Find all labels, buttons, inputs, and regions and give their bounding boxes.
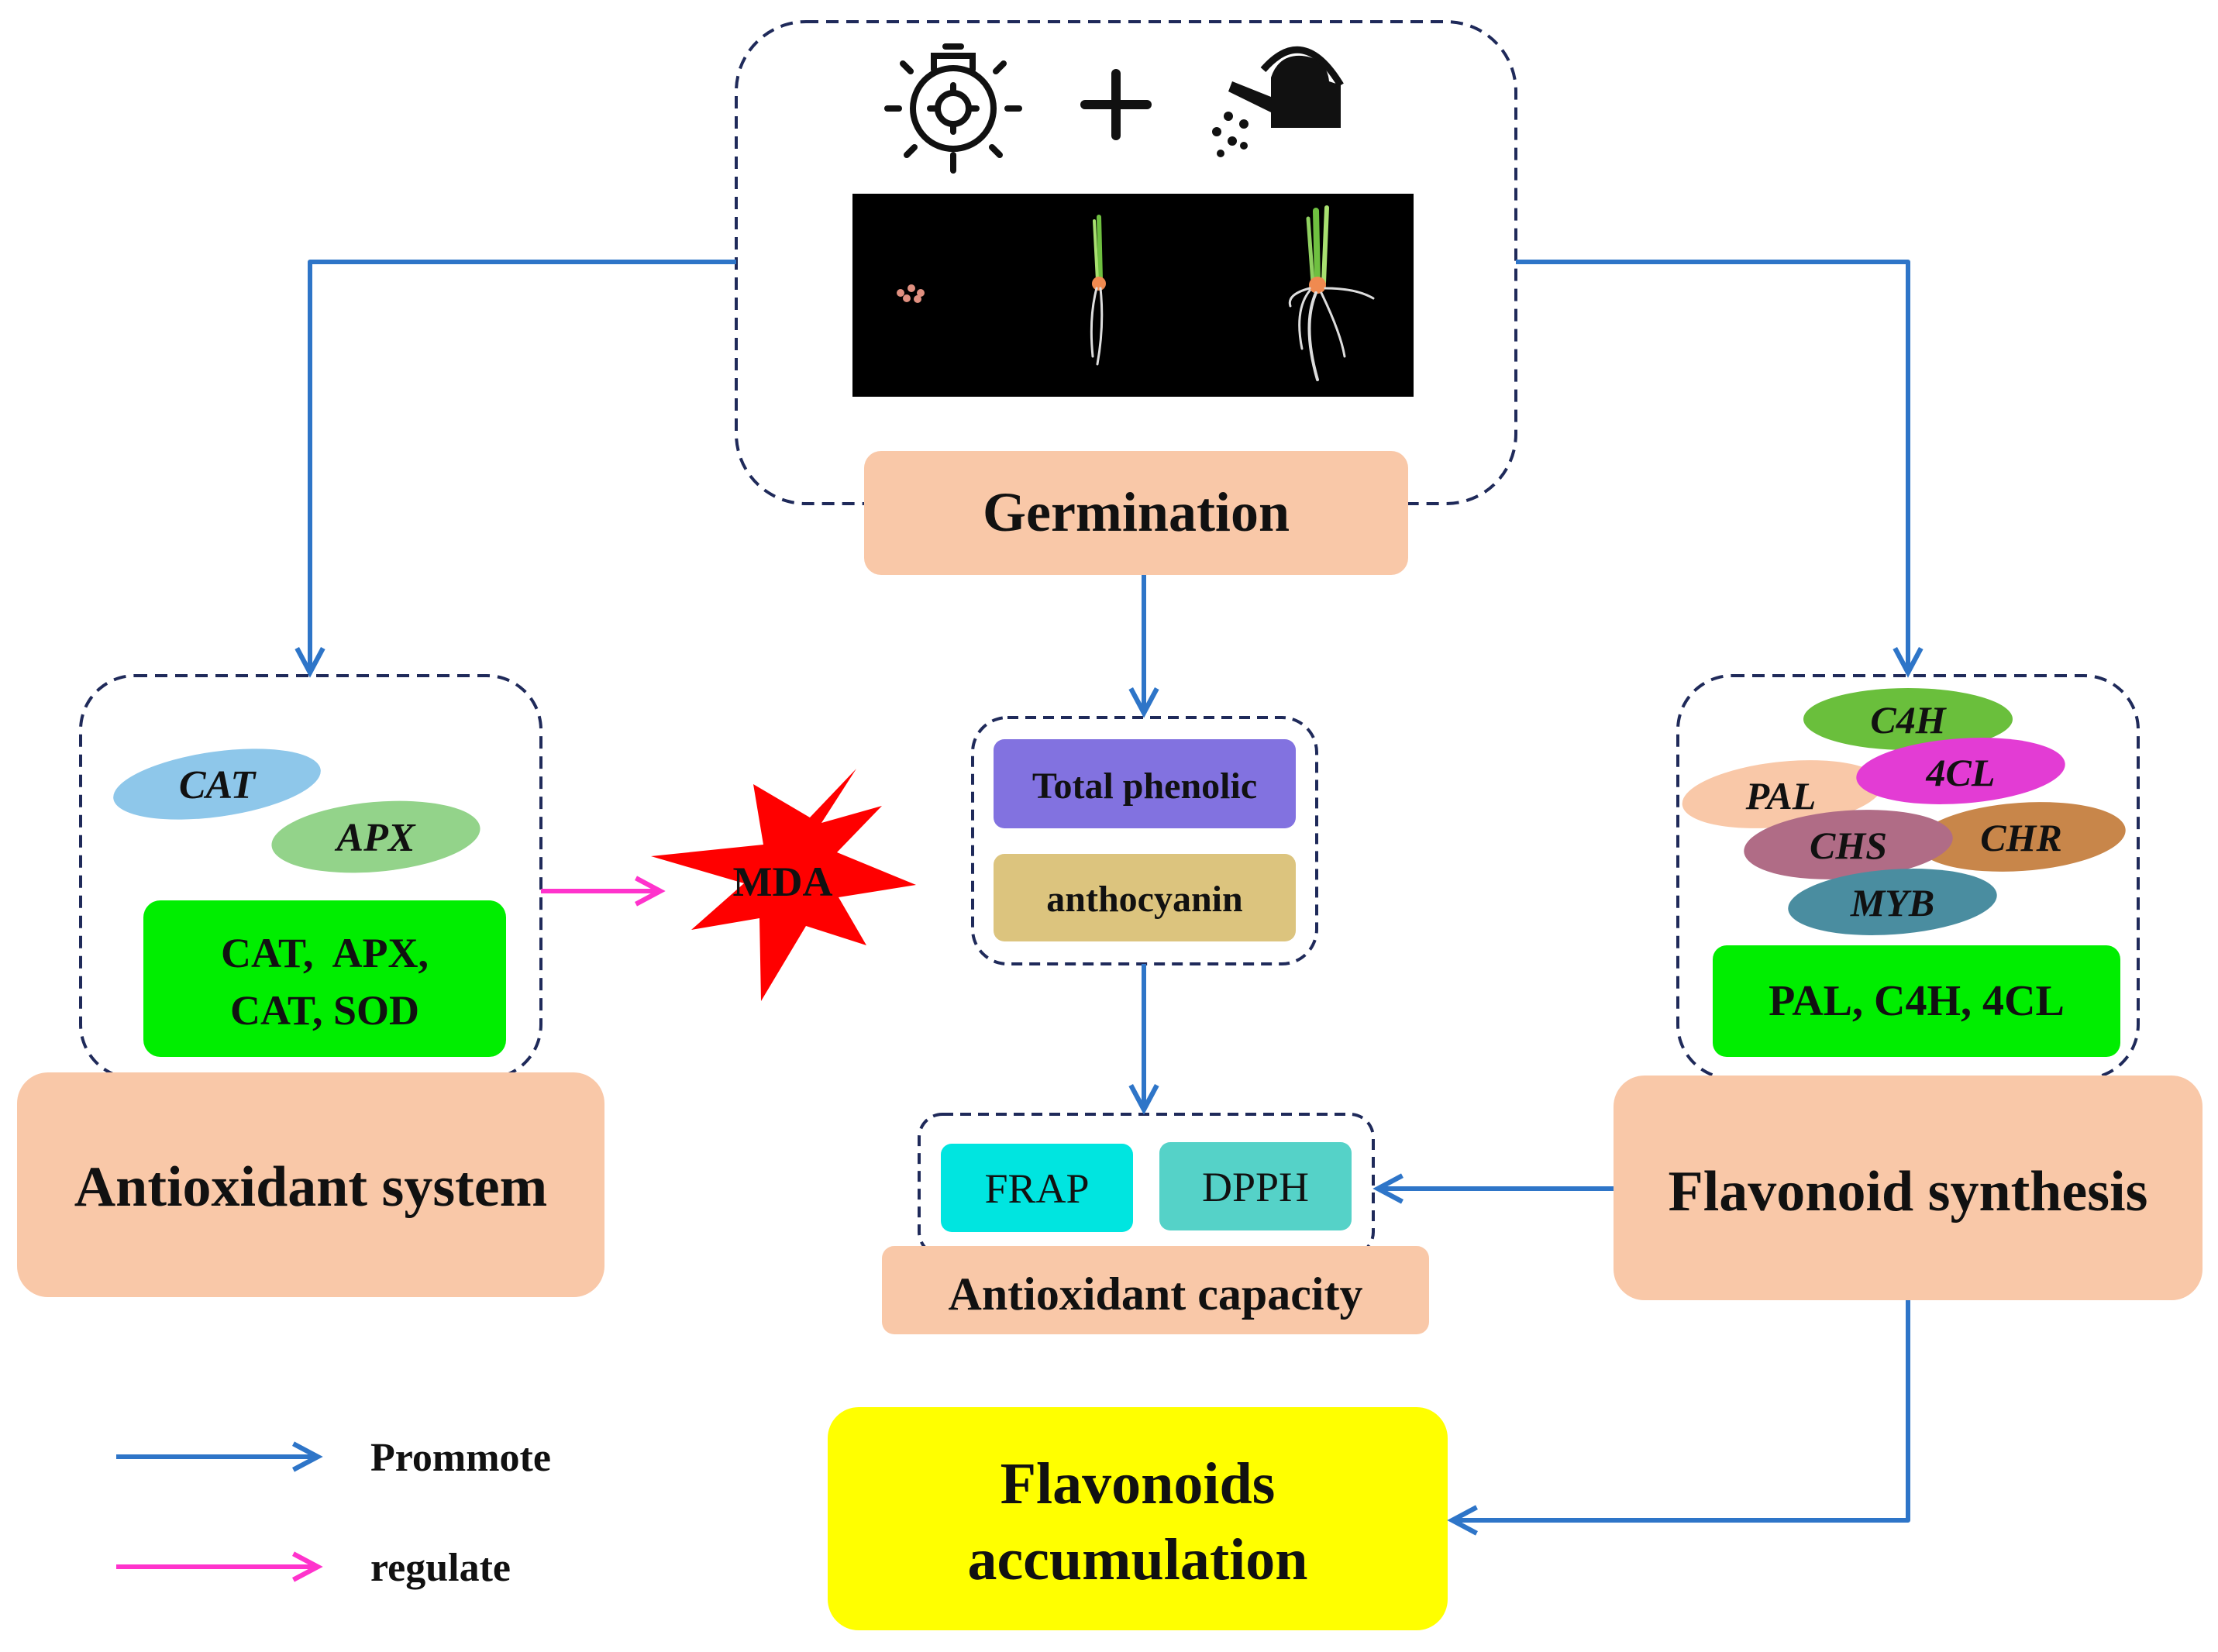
total-phenolic-box [994, 739, 1296, 828]
c4h-gene-ellipse [1803, 688, 2013, 750]
watering-can-icon [1212, 46, 1344, 157]
flavonoids-accumulation-line1: Flavonoids [1001, 1451, 1276, 1516]
antioxidant-capacity-box [882, 1246, 1429, 1334]
cat-gene-ellipse [113, 749, 321, 820]
antioxidant-system-label: Antioxidant system [74, 1155, 548, 1219]
myb-gene-ellipse [1788, 869, 1997, 935]
chs-gene-ellipse [1744, 810, 1953, 879]
pal-gene-ellipse [1682, 760, 1883, 828]
sprout-1 [1090, 215, 1106, 366]
dpph-box [1159, 1142, 1352, 1230]
arrow-germination-to-flavonoid [1516, 260, 1908, 673]
seedling-photo [852, 194, 1414, 397]
pal-gene-label: PAL [1745, 774, 1817, 817]
cat-gene-label: CAT [179, 763, 257, 807]
antioxidant-enzymes-box [143, 900, 506, 1057]
flavonoid-enzymes-box [1713, 945, 2120, 1057]
arrow-flavonoid-to-accumulation [1452, 1300, 1910, 1520]
anthocyanin-label: anthocyanin [1046, 879, 1242, 920]
apx-gene-label: APX [334, 816, 415, 860]
flavonoids-accumulation-box [828, 1407, 1448, 1630]
flavonoid-enzymes-label: PAL, C4H, 4CL [1769, 977, 2065, 1025]
dpph-label: DPPH [1202, 1164, 1309, 1210]
sprout-2 [1288, 205, 1375, 381]
anthocyanin-box [994, 854, 1296, 941]
antioxidant-enzymes-line2: CAT, SOD [230, 987, 419, 1034]
mda-starburst [651, 769, 916, 1001]
mda-label: MDA [733, 859, 833, 905]
antioxidant-enzymes-line1: CAT, APX, [221, 930, 429, 976]
germination-box [864, 451, 1408, 575]
chr-gene-ellipse [1917, 802, 2126, 872]
flavonoid-synthesis-label: Flavonoid synthesis [1669, 1160, 2148, 1224]
light-bulb-icon [884, 43, 1022, 174]
plus-icon [1080, 69, 1152, 140]
myb-gene-label: MYB [1850, 881, 1934, 924]
antioxidant-system-box [17, 1072, 604, 1297]
c4h-gene-label: C4H [1870, 698, 1947, 742]
4cl-gene-ellipse [1856, 738, 2065, 804]
frap-label: FRAP [984, 1165, 1089, 1212]
legend: Prommote regulate [116, 1436, 551, 1590]
frap-box [941, 1144, 1133, 1232]
apx-gene-ellipse [271, 800, 480, 873]
flavonoid-synthesis-box [1614, 1076, 2203, 1300]
antioxidant-capacity-label: Antioxidant capacity [948, 1268, 1362, 1320]
seeds [897, 284, 925, 303]
germination-label: Germination [983, 481, 1290, 543]
legend-promote-label: Prommote [370, 1436, 551, 1480]
chr-gene-label: CHR [1980, 816, 2062, 859]
chs-gene-label: CHS [1810, 824, 1887, 867]
4cl-gene-label: 4CL [1926, 751, 1996, 794]
legend-regulate-label: regulate [370, 1546, 511, 1590]
total-phenolic-label: Total phenolic [1032, 766, 1257, 807]
arrow-germination-to-antioxidant [310, 260, 736, 673]
flavonoids-accumulation-line2: accumulation [967, 1527, 1307, 1592]
